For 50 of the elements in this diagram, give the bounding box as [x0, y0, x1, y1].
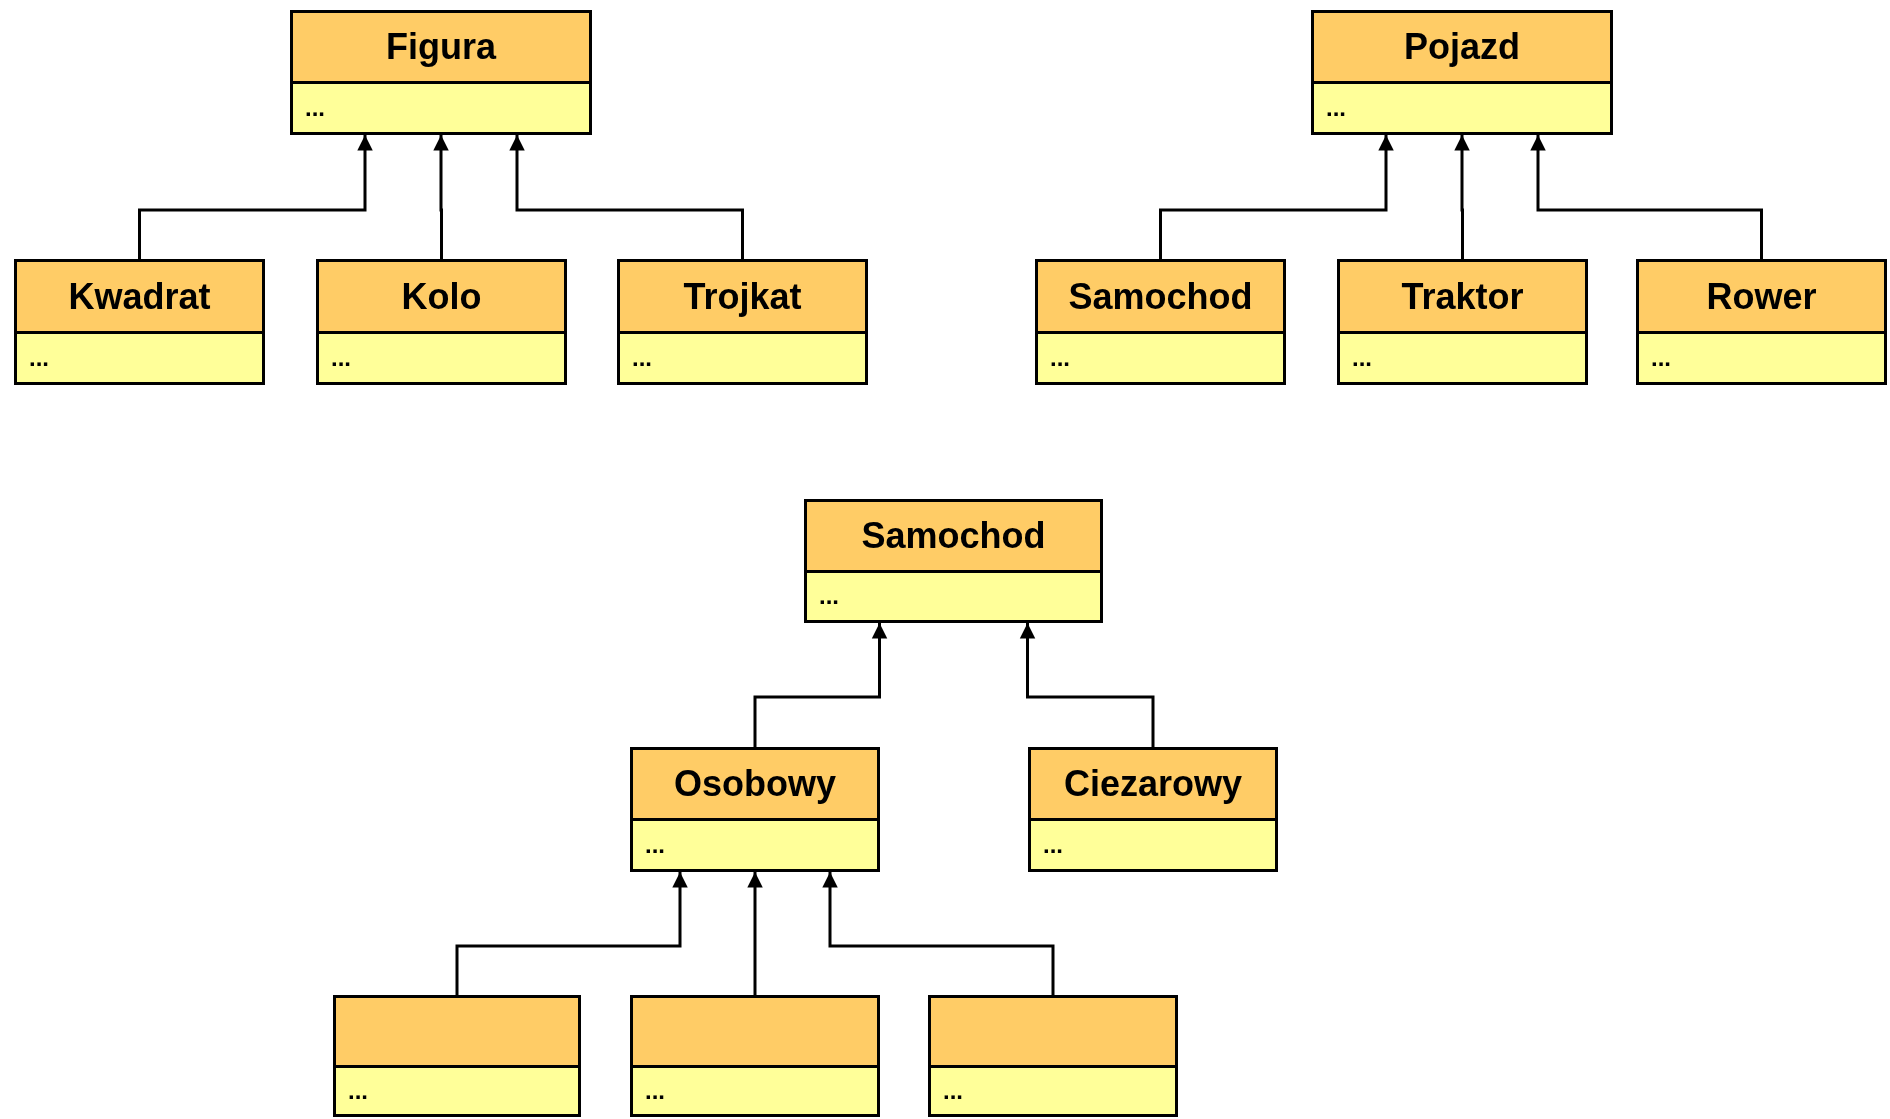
- class-box: [630, 747, 880, 872]
- class-box: [333, 995, 581, 1117]
- class-name: Kwadrat: [68, 275, 211, 318]
- class-name: Pojazd: [1404, 26, 1520, 69]
- class-box: [1028, 747, 1278, 872]
- class-members: ...: [1651, 344, 1671, 372]
- inheritance-arrow: [753, 623, 888, 747]
- class-members: ...: [645, 1076, 665, 1105]
- inheritance-arrow: [138, 135, 373, 259]
- class-name: Traktor: [1401, 275, 1524, 318]
- class-box: [617, 259, 868, 385]
- inheritance-arrow: [433, 135, 449, 259]
- class-box: [14, 259, 265, 385]
- inheritance-arrow: [1159, 135, 1394, 259]
- class-members: ...: [1050, 344, 1070, 372]
- class-box: [290, 10, 592, 135]
- class-name: Figura: [386, 26, 496, 69]
- inheritance-arrow: [509, 135, 744, 259]
- class-members: ...: [1043, 831, 1063, 860]
- class-box: [316, 259, 567, 385]
- class-members: ...: [348, 1076, 368, 1105]
- class-name: Samochod: [861, 514, 1046, 557]
- class-box: [928, 995, 1178, 1117]
- class-members: ...: [819, 582, 839, 611]
- class-box: [1337, 259, 1588, 385]
- class-box: [804, 499, 1103, 623]
- class-members: ...: [1352, 344, 1372, 372]
- class-name: Rower: [1706, 275, 1817, 318]
- class-members: ...: [1326, 94, 1346, 123]
- class-name: Samochod: [1068, 275, 1253, 318]
- class-members: ...: [305, 94, 325, 123]
- inheritance-arrow: [1454, 135, 1470, 259]
- inheritance-arrow: [1530, 135, 1763, 259]
- class-members: ...: [943, 1076, 963, 1105]
- inheritance-arrow: [455, 872, 688, 995]
- class-box: [1035, 259, 1286, 385]
- class-name: Trojkat: [683, 275, 802, 318]
- class-members: ...: [632, 344, 652, 372]
- class-name: Kolo: [401, 275, 482, 318]
- class-members: ...: [29, 344, 49, 372]
- class-members: ...: [645, 831, 665, 860]
- class-box: [1311, 10, 1613, 135]
- inheritance-arrow: [822, 872, 1055, 995]
- class-box: [1636, 259, 1887, 385]
- class-box: [630, 995, 880, 1117]
- class-members: ...: [331, 344, 351, 372]
- inheritance-arrow: [747, 872, 763, 995]
- class-name: Osobowy: [674, 763, 836, 806]
- inheritance-arrow: [1019, 623, 1155, 747]
- class-name: Ciezarowy: [1063, 763, 1243, 806]
